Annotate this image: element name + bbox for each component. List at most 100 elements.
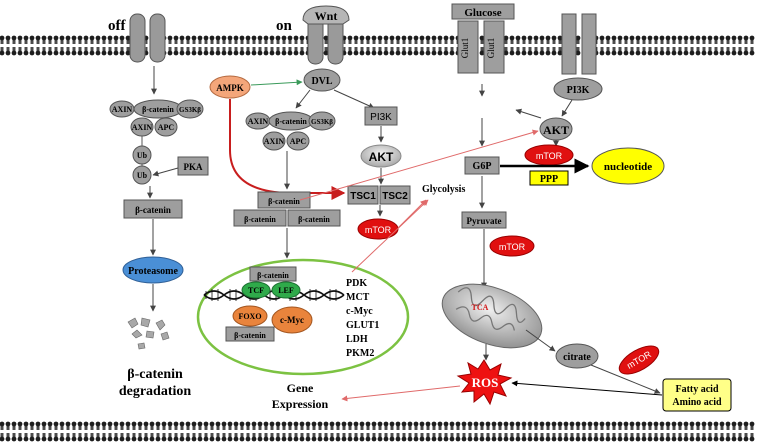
pyruvate-box: [461, 211, 507, 229]
fatty-amino-box: [662, 378, 732, 412]
proteasome: [122, 256, 184, 284]
target-gene-list: PDK MCT c-Myc GLUT1 LDH PKM2: [346, 278, 379, 359]
gsk3b-label: GS3Kβ: [311, 118, 333, 126]
nucleus-envelope: [196, 258, 410, 376]
apc-label: APC: [158, 123, 175, 132]
ppp-label: PPP: [540, 174, 558, 185]
tca-label: TCA: [472, 303, 489, 312]
destruction-complex-on: AXIN β-catenin GS3Kβ AXIN APC: [245, 111, 336, 151]
gene-label: PKM2: [346, 348, 374, 359]
axin-label: AXIN: [248, 117, 269, 126]
ubiquitin-label: Ub: [137, 151, 148, 160]
apc-label: APC: [290, 137, 307, 146]
on-label: on: [276, 18, 293, 34]
plasma-membrane-bottom: [0, 421, 755, 442]
gene-expression-title: Gene: [287, 381, 314, 395]
gene-expression-title: Expression: [272, 397, 329, 411]
glucose-label: Glucose: [464, 7, 501, 19]
frizzled-receptor-off: [129, 13, 166, 63]
beta-catenin-label: β-catenin: [298, 215, 330, 224]
off-label: off: [108, 18, 126, 34]
axin-label: AXIN: [112, 105, 133, 114]
mtor-pyruvate: [489, 235, 535, 257]
degraded-fragments-icon: [127, 317, 170, 350]
off-pathway: off AXIN β-catenin GS3Kβ AXIN APC Ub Ub: [108, 13, 209, 399]
nucleus: β-catenin TCF LEF FOXO c-Myc β-catenin P…: [196, 199, 429, 411]
amino-acid-label: Amino acid: [672, 397, 722, 408]
mitochondrion: [441, 283, 543, 349]
beta-catenin-stack: β-catenin β-catenin β-catenin: [233, 191, 341, 227]
beta-catenin-label: β-catenin: [234, 331, 266, 340]
axin-label: AXIN: [132, 123, 153, 132]
ros-label: ROS: [472, 375, 499, 390]
gene-label: GLUT1: [346, 320, 379, 331]
dvl-label: DVL: [311, 76, 332, 87]
axin-label: AXIN: [264, 137, 285, 146]
citrate-label: citrate: [563, 352, 591, 363]
lef-label: LEF: [278, 286, 294, 295]
ampk-label: AMPK: [216, 83, 244, 93]
pka-label: PKA: [184, 162, 203, 172]
mtor-label: mTOR: [536, 151, 563, 161]
g6p-label: G6P: [473, 161, 492, 172]
pi3k-label: PI3K: [567, 85, 590, 96]
pi3k-box: [364, 106, 398, 126]
glut1-label: Glut1: [486, 38, 496, 59]
tsc2-label: TSC2: [382, 191, 408, 202]
c-myc-label: c-Myc: [280, 315, 304, 325]
beta-catenin-label: β-catenin: [135, 205, 171, 215]
tcf: [241, 281, 271, 299]
rtk-receptor: [561, 13, 597, 75]
glucose-box: [451, 3, 515, 20]
gene-label: c-Myc: [346, 306, 373, 317]
gene-label: LDH: [346, 334, 368, 345]
lef: [271, 281, 301, 299]
beta-catenin-label: β-catenin: [244, 215, 276, 224]
g6p-box: [464, 156, 500, 175]
c-myc: [271, 306, 313, 334]
fatty-to-ros-arrow: [511, 380, 663, 396]
gene-label: MCT: [346, 292, 370, 303]
tsc1-label: TSC1: [350, 191, 376, 202]
tsc2-box: [379, 185, 411, 205]
frizzled-receptor-on: [302, 5, 350, 65]
metabolism: Glucose Glut1 Glut1 PI3K AKT G6P mTOR PP…: [299, 3, 732, 412]
beta-catenin-label: β-catenin: [142, 105, 174, 114]
pi3k-label: PI3K: [370, 112, 392, 123]
mtor-citrate: [618, 345, 660, 375]
akt-label: AKT: [369, 150, 394, 164]
mtor-label: mTOR: [365, 225, 392, 235]
foxo: [232, 305, 268, 327]
ros-burst-icon: [456, 359, 513, 406]
beta-catenin-label: β-catenin: [268, 197, 300, 206]
mtor-label: mTOR: [499, 242, 526, 252]
destruction-complex-off: AXIN β-catenin GS3Kβ AXIN APC: [109, 99, 204, 137]
on-pathway: on Wnt DVL AMPK AXIN β-catenin GS3Kβ AXI…: [209, 5, 465, 259]
proteasome-label: Proteasome: [128, 266, 178, 277]
pyruvate-label: Pyruvate: [467, 216, 502, 226]
fatty-acid-label: Fatty acid: [675, 384, 718, 395]
akt: [360, 144, 402, 168]
glut1-transporter: Glut1 Glut1: [457, 20, 505, 74]
dvl: [303, 68, 341, 92]
degradation-title: β-catenin: [127, 367, 183, 382]
gsk3b-label: GS3Kβ: [179, 106, 201, 114]
gene-label: PDK: [346, 278, 367, 289]
nucleotide: [591, 147, 665, 185]
tsc1-box: [347, 185, 379, 205]
wnt-label: Wnt: [315, 9, 338, 23]
akt-label: AKT: [543, 123, 569, 137]
glycolysis-label: Glycolysis: [422, 184, 465, 195]
ubiquitin-label: Ub: [137, 171, 148, 180]
beta-catenin-label: β-catenin: [275, 117, 307, 126]
nucleotide-label: nucleotide: [604, 161, 652, 173]
plasma-membrane-top: [0, 35, 755, 56]
glut1-label: Glut1: [460, 38, 470, 59]
ppp-box: [529, 170, 569, 186]
ampk: [209, 75, 251, 99]
tcf-label: TCF: [248, 286, 264, 295]
citrate: [555, 343, 599, 369]
foxo-label: FOXO: [238, 312, 261, 321]
